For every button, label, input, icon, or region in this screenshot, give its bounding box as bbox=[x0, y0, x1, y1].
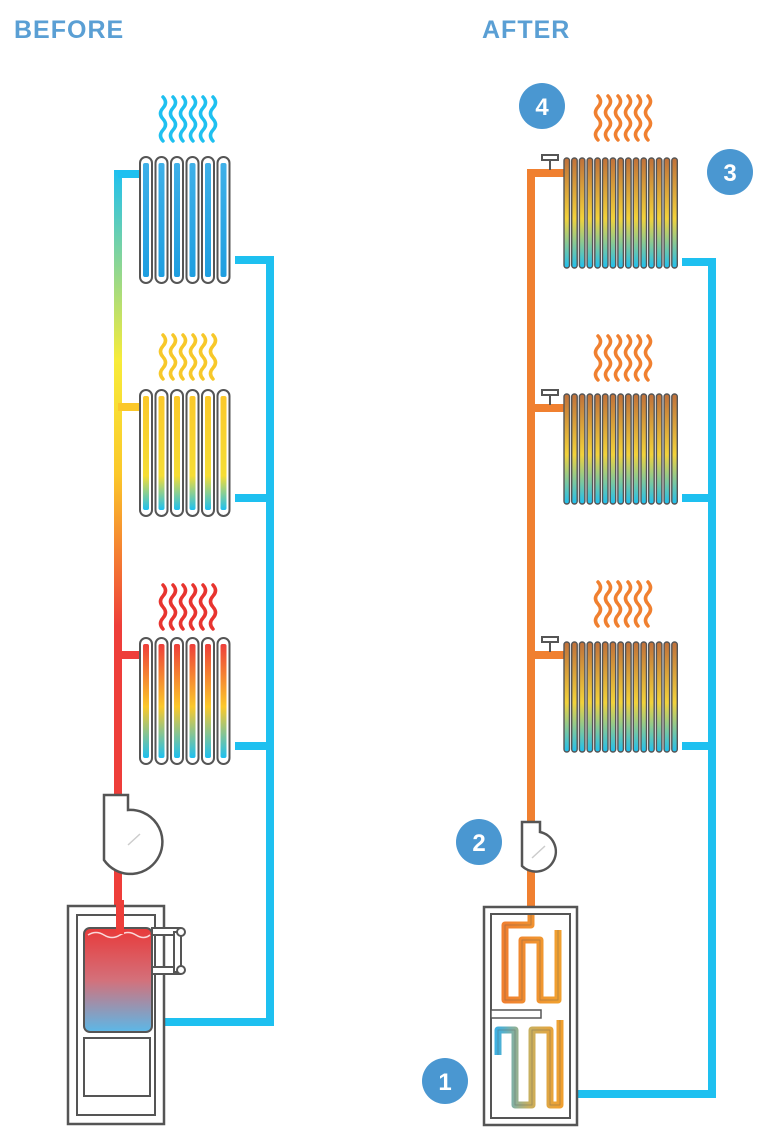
after-heat-waves-top bbox=[593, 94, 653, 142]
after-system: 1 2 3 4 bbox=[422, 83, 753, 1127]
after-radiator-middle bbox=[563, 393, 679, 505]
badge-1: 1 bbox=[422, 1058, 468, 1104]
before-supply-riser bbox=[114, 170, 122, 930]
after-radiator-bottom bbox=[563, 641, 679, 753]
after-heading: AFTER bbox=[482, 16, 571, 44]
before-system bbox=[66, 95, 274, 1126]
svg-text:1: 1 bbox=[438, 1069, 451, 1096]
after-heat-waves-middle bbox=[593, 334, 653, 382]
after-condenser-coil bbox=[501, 915, 562, 1004]
before-heat-waves-middle bbox=[158, 333, 218, 381]
svg-text:4: 4 bbox=[535, 94, 549, 121]
after-valve-icon-2 bbox=[541, 389, 559, 405]
before-radiator-top bbox=[139, 156, 231, 284]
svg-text:3: 3 bbox=[723, 160, 736, 187]
before-heading: BEFORE bbox=[14, 16, 125, 44]
after-valve-icon-1 bbox=[541, 154, 559, 170]
badge-3: 3 bbox=[707, 149, 753, 195]
badge-4: 4 bbox=[519, 83, 565, 129]
before-heat-waves-top bbox=[158, 95, 218, 143]
before-radiator-bottom bbox=[139, 637, 231, 765]
before-boiler bbox=[66, 900, 186, 1126]
after-heat-pump-unit bbox=[482, 905, 579, 1127]
badge-2: 2 bbox=[456, 819, 502, 865]
before-pump-icon bbox=[102, 793, 164, 876]
before-return-pipe bbox=[155, 256, 274, 1026]
after-pump-icon bbox=[520, 820, 558, 873]
before-heat-waves-bottom bbox=[158, 583, 218, 631]
before-boiler-tank bbox=[83, 927, 153, 1033]
after-evaporator-coil bbox=[494, 1020, 564, 1109]
after-valve-icon-3 bbox=[541, 636, 559, 652]
svg-text:2: 2 bbox=[472, 830, 485, 857]
before-radiator-middle bbox=[139, 389, 231, 517]
after-heat-waves-bottom bbox=[593, 580, 653, 628]
after-radiator-top bbox=[563, 157, 679, 269]
